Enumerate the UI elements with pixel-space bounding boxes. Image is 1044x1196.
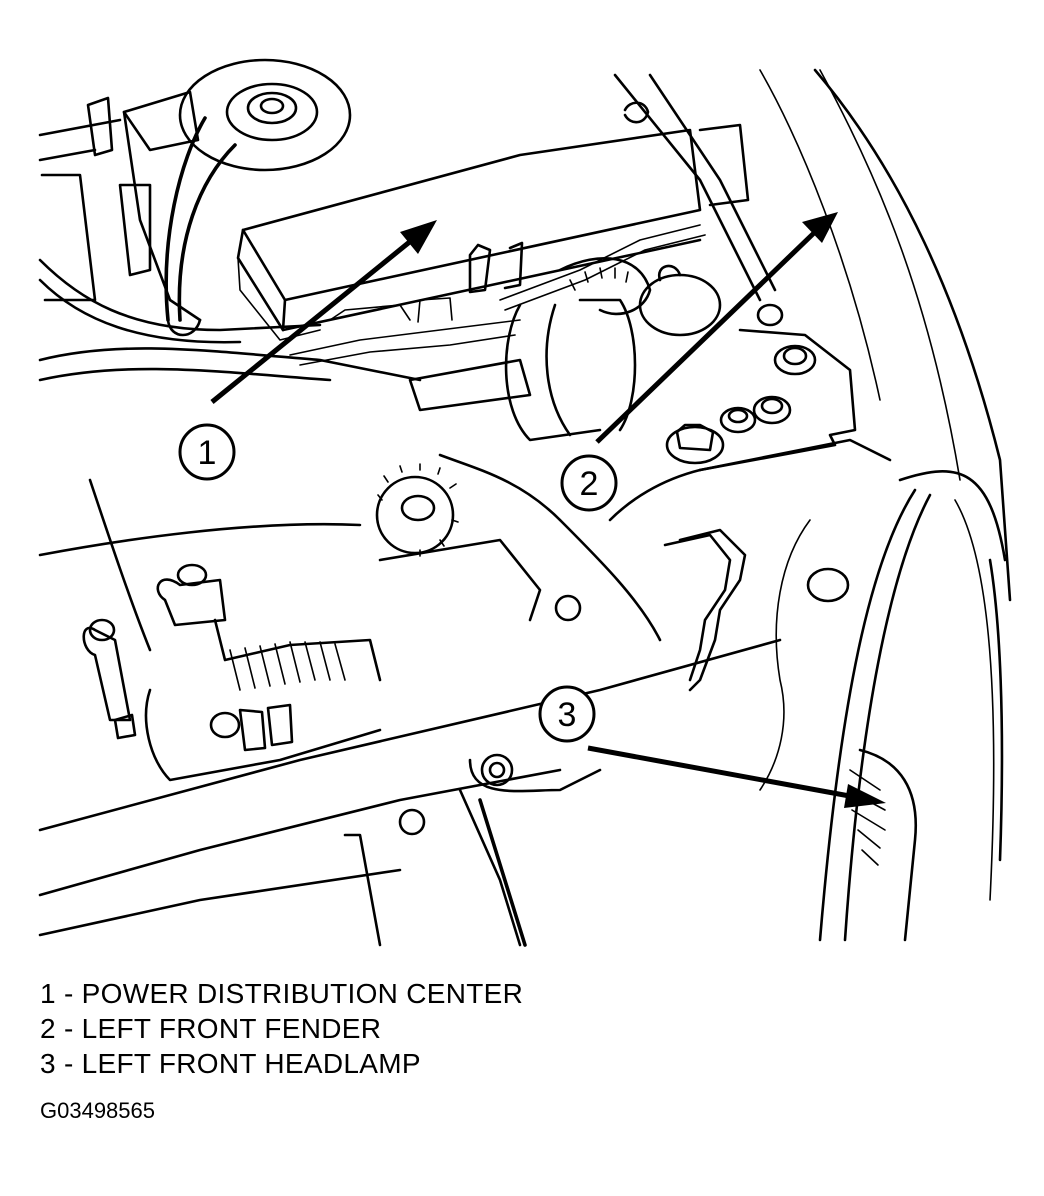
front-crossmember [38,594,782,947]
reservoir-cap [178,58,352,172]
bolt [773,344,817,376]
hose [38,116,322,344]
left-front-headlamp [847,748,918,942]
bolt [719,406,757,434]
callout-2: 2 [560,454,618,512]
bolt [752,395,792,425]
bolt [756,303,784,327]
callout-3: 3 [538,685,596,743]
callout-number-3: 3 [558,696,577,734]
alternator-bracket [82,618,137,740]
figure-id: G03498565 [40,1098,155,1123]
legend: 1 - POWER DISTRIBUTION CENTER 2 - LEFT F… [40,976,523,1081]
hood-hinge [613,68,1012,602]
callout-arrow-2 [595,212,838,444]
callout-number-2: 2 [580,465,599,503]
bolt [665,423,725,465]
left-front-fender [818,470,1007,942]
radiator-support [38,453,662,652]
callout-1: 1 [178,423,236,481]
callout-arrow-1 [210,220,437,404]
callout-number-1: 1 [198,434,217,472]
power-distribution-center [236,128,702,341]
inner-fender-panel [663,438,892,791]
callout-arrow-3 [587,745,886,808]
oil-filler-cap [375,463,459,557]
alternator [144,563,382,782]
relay [638,264,722,337]
legend-item: 2 - LEFT FRONT FENDER [40,1013,382,1044]
bolt [398,808,426,836]
coolant-reservoir [38,90,202,322]
wiring-harness [38,224,706,412]
legend-item: 3 - LEFT FRONT HEADLAMP [40,1048,421,1079]
fender-bracket [608,303,857,522]
bolt [554,594,582,622]
legend-item: 1 - POWER DISTRIBUTION CENTER [40,978,524,1009]
bolt [480,753,514,787]
engine-bay-illustration: 1 2 3 [38,58,1012,947]
